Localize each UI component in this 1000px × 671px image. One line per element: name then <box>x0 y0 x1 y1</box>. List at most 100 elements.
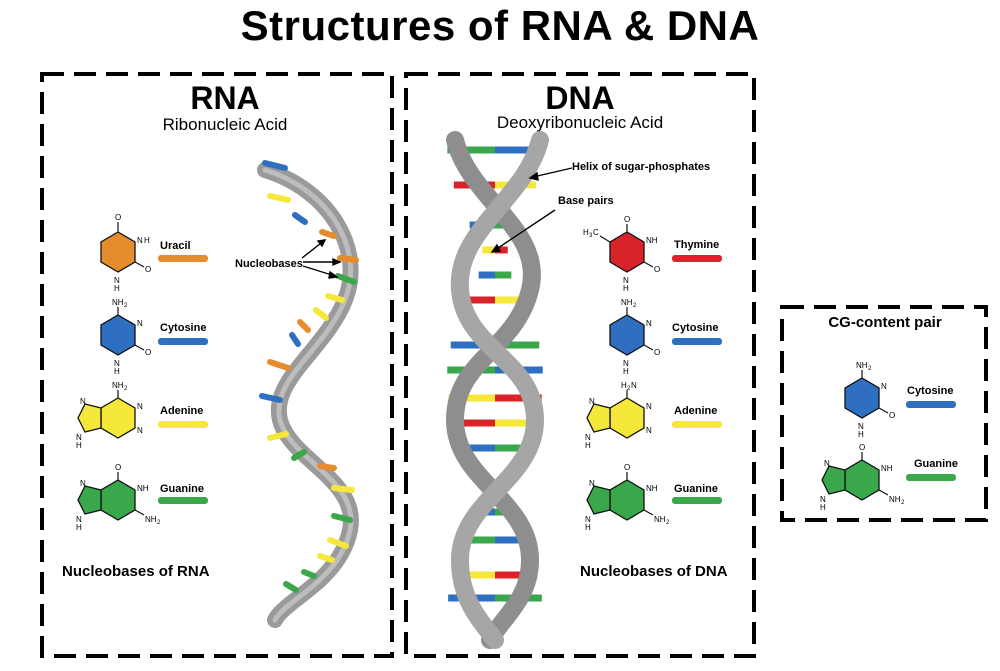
atom-h: H <box>76 441 82 450</box>
svg-text:N: N <box>824 459 830 468</box>
svg-text:NH: NH <box>881 464 893 473</box>
cg-cytosine-stick <box>906 401 956 408</box>
svg-text:N: N <box>589 479 595 488</box>
svg-text:N: N <box>631 381 637 390</box>
atom-o: O <box>115 213 121 222</box>
atom-nh2: NH <box>112 298 124 307</box>
dna-adenine-stick <box>672 421 722 428</box>
atom-h: H <box>114 367 120 376</box>
dna-base-label-guanine: Guanine <box>674 483 719 495</box>
svg-text:N: N <box>646 402 652 411</box>
svg-text:N: N <box>646 426 652 435</box>
dna-guanine-stick <box>672 497 722 504</box>
svg-text:N: N <box>820 495 826 504</box>
atom-n: N <box>80 397 86 406</box>
cg-base-label-guanine: Guanine <box>914 458 959 470</box>
rna-nucleobase-stick <box>317 553 335 563</box>
svg-text:2: 2 <box>666 520 670 526</box>
rna-panel <box>40 72 394 658</box>
atom-n: N <box>137 426 143 435</box>
dna-base-label-cytosine: Cytosine <box>672 322 719 334</box>
dna-base-pairs-annotation: Base pairs <box>558 195 614 207</box>
dna-subheading: Deoxyribonucleic Acid <box>496 113 664 132</box>
rna-nucleobase-stick <box>292 212 308 225</box>
rna-nucleobase-stick <box>259 393 283 403</box>
svg-text:N: N <box>623 359 629 368</box>
rna-nucleobase-stick <box>317 463 337 471</box>
svg-text:3: 3 <box>589 233 593 239</box>
rna-nucleobase-stick <box>331 485 355 493</box>
rna-nucleobase-stick <box>289 332 301 347</box>
rna-nucleobase-stick <box>331 513 353 523</box>
svg-text:H: H <box>820 503 826 512</box>
cg-guanine-stick <box>906 474 956 481</box>
cg-heading: CG-content pair <box>828 314 942 331</box>
rna-nucleobase-stick <box>319 229 337 239</box>
svg-text:2: 2 <box>124 303 128 309</box>
rna-subheading: Ribonucleic Acid <box>162 115 288 134</box>
atom-n: N <box>114 276 120 285</box>
atom-h: H <box>623 284 629 293</box>
dna-base-label-thymine: Thymine <box>674 239 720 251</box>
rna-guanine-molecule: O NH NH 2 N N H <box>76 463 161 532</box>
svg-text:C: C <box>593 228 599 237</box>
rna-nucleobases-annotation: Nucleobases <box>235 258 303 270</box>
cg-guanine-molecule: O NH NH 2 N N H <box>820 443 905 512</box>
dna-backbone-b <box>450 131 549 649</box>
rna-nucleobase-stick <box>267 193 291 203</box>
atom-nh: NH <box>646 236 658 245</box>
dna-panel-border <box>404 72 756 658</box>
atom-nh2: NH <box>112 381 124 390</box>
rna-nucleobase-stick <box>335 273 357 285</box>
svg-text:O: O <box>889 411 895 420</box>
rna-adenine-stick <box>158 421 208 428</box>
svg-text:NH: NH <box>654 515 666 524</box>
rna-caption: Nucleobases of RNA <box>62 563 210 580</box>
svg-text:H: H <box>621 381 627 390</box>
dna-guanine-molecule: O NH NH 2 N N H <box>585 463 670 532</box>
rna-heading: RNA <box>190 80 260 116</box>
svg-text:H: H <box>585 523 591 532</box>
cg-cytosine-molecule: NH 2 N O N H <box>844 361 895 439</box>
rna-base-label-adenine: Adenine <box>160 405 204 417</box>
rna-guanine-stick <box>158 497 208 504</box>
atom-o: O <box>145 265 151 274</box>
rna-panel-border <box>40 72 394 658</box>
rna-cytosine-molecule: NH 2 N O N H <box>100 298 151 376</box>
svg-text:NH: NH <box>889 495 901 504</box>
atom-n: N <box>114 359 120 368</box>
atom-nh: NH <box>137 484 149 493</box>
rna-uracil-stick <box>158 255 208 262</box>
dna-heading: DNA <box>545 80 615 116</box>
svg-text:N: N <box>589 397 595 406</box>
dna-base-label-adenine: Adenine <box>674 405 718 417</box>
rna-cytosine-stick <box>158 338 208 345</box>
dna-thymine-stick <box>672 255 722 262</box>
rna-uracil-molecule: O O N H N H <box>100 213 151 293</box>
atom-o: O <box>624 215 630 224</box>
atom-h3c: H <box>583 228 589 237</box>
rna-nucleobase-stick <box>325 293 345 303</box>
rna-nucleobase-stick <box>313 307 329 321</box>
rna-nucleobase-sticks <box>259 160 359 593</box>
svg-text:2: 2 <box>901 500 905 506</box>
svg-text:NH: NH <box>621 298 633 307</box>
svg-text:2: 2 <box>124 386 128 392</box>
atom-nh2: NH <box>145 515 157 524</box>
dna-cytosine-molecule: NH 2 N O N H <box>609 298 660 376</box>
atom-o: O <box>115 463 121 472</box>
svg-text:N: N <box>646 319 652 328</box>
rna-nucleobase-stick <box>291 449 307 461</box>
svg-text:O: O <box>654 348 660 357</box>
atom-h: H <box>114 284 120 293</box>
svg-text:N: N <box>881 382 887 391</box>
svg-text:N: N <box>858 422 864 431</box>
svg-text:2: 2 <box>633 303 637 309</box>
svg-text:2: 2 <box>627 386 631 392</box>
atom-o: O <box>145 348 151 357</box>
dna-panel <box>404 72 756 658</box>
rna-nucleobase-stick <box>301 569 317 579</box>
